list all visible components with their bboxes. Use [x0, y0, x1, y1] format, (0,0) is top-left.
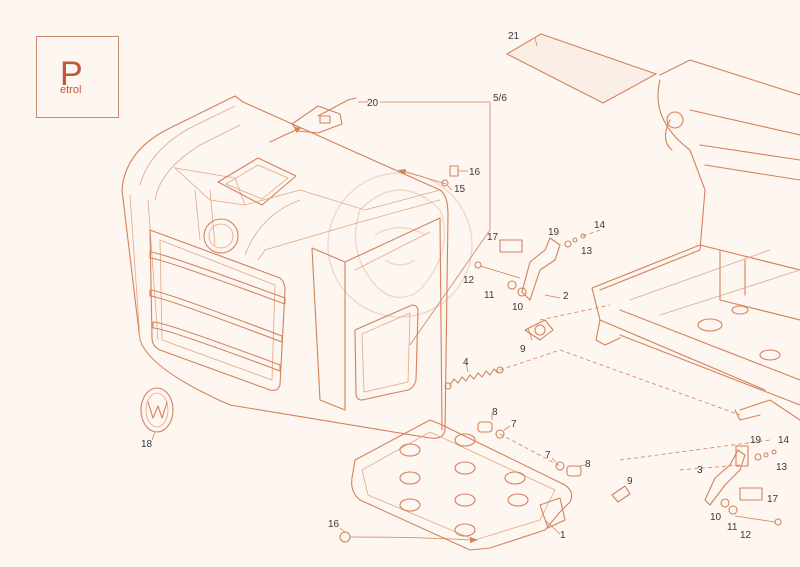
part-7-8-bushings	[477, 414, 586, 477]
part-18-logo-emblem	[140, 387, 174, 441]
callout-9: 9	[520, 344, 526, 355]
callout-18: 18	[141, 439, 153, 450]
callout-14: 14	[594, 220, 606, 231]
callout-11: 11	[484, 290, 495, 301]
callout-7: 7	[511, 419, 517, 430]
front-grille	[149, 218, 286, 391]
callout-9: 9	[627, 476, 633, 487]
callout-20: 20	[367, 98, 379, 109]
part-4-spring	[444, 349, 561, 390]
callout-8: 8	[585, 459, 591, 470]
callout-17: 17	[767, 494, 779, 505]
callout-1: 1	[560, 530, 566, 541]
callout-14: 14	[778, 435, 790, 446]
callout-5-6: 5/6	[493, 93, 507, 104]
part-20-latch	[269, 97, 491, 346]
callout-10: 10	[512, 302, 524, 313]
engine-hood-cover	[121, 95, 449, 439]
chassis-frame	[539, 59, 800, 421]
fuel-type-badge: P etrol	[36, 36, 119, 118]
callout-7: 7	[545, 450, 551, 461]
badge-word: etrol	[60, 84, 82, 96]
callout-16: 16	[328, 519, 340, 530]
part-1-step-plate	[339, 419, 573, 551]
callout-4: 4	[463, 357, 469, 368]
callout-12: 12	[740, 530, 752, 541]
part-21-plate	[505, 33, 658, 104]
part-2-bracket	[474, 229, 601, 341]
watermark-logo	[327, 172, 473, 318]
callout-11: 11	[727, 522, 738, 533]
callout-19: 19	[548, 227, 560, 238]
part-3-bracket	[611, 439, 782, 526]
callout-16: 16	[469, 167, 481, 178]
badge-letter: P	[60, 55, 83, 93]
callout-8: 8	[492, 407, 498, 418]
callout-13: 13	[776, 462, 788, 473]
callout-12: 12	[463, 275, 475, 286]
callout-19: 19	[750, 435, 762, 446]
callout-labels: 21 20 5/6 16 15 14 13 19 17 12 11 10 2 9…	[141, 31, 790, 541]
callout-13: 13	[581, 246, 593, 257]
callout-17: 17	[487, 232, 499, 243]
callout-3: 3	[697, 465, 703, 476]
callout-15: 15	[454, 184, 466, 195]
callout-21: 21	[508, 31, 520, 42]
callout-2: 2	[563, 291, 569, 302]
callout-10: 10	[710, 512, 722, 523]
